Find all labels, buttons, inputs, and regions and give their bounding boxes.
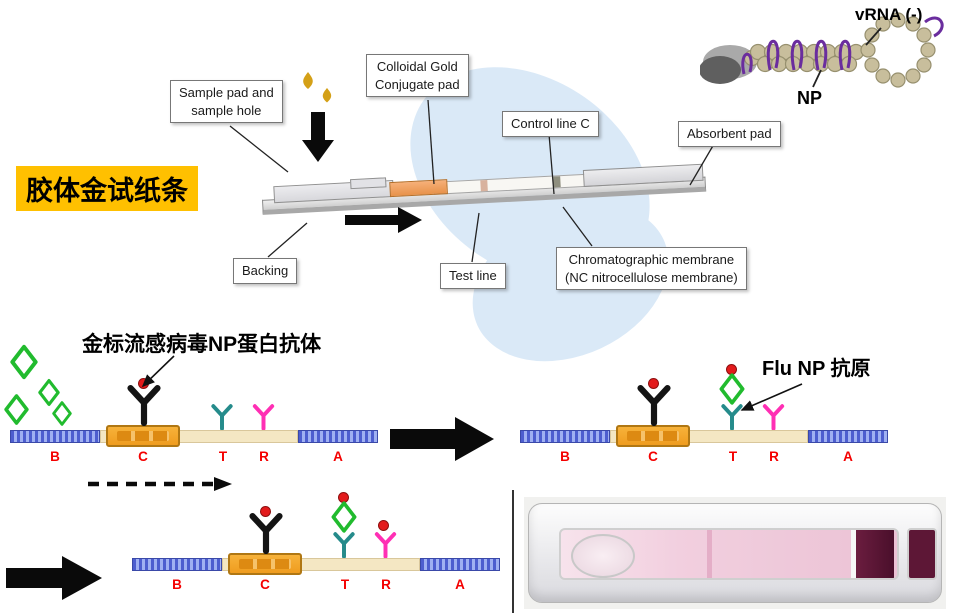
test-cassette-photo [524, 497, 946, 609]
polymerase-ellipse-dark [700, 56, 741, 84]
antibody-icon [126, 384, 162, 426]
conjugate-texture [117, 431, 169, 441]
control-antibody-icon [373, 532, 398, 558]
window-separator [851, 530, 856, 578]
page-title: 胶体金试纸条 [16, 166, 198, 211]
strip3-absorbent-right [420, 558, 500, 571]
strip-letter-a: A [455, 577, 465, 592]
sample-hole [350, 177, 387, 190]
strip-letter-b: B [50, 449, 60, 464]
label-control-line: Control line C [502, 111, 599, 137]
gold-particle-icon [648, 378, 659, 389]
strip1-backing-left [10, 430, 100, 443]
arrow-right-icon [390, 417, 494, 461]
strip-letter-r: R [381, 577, 391, 592]
arrow-right-icon [6, 556, 102, 600]
strip-letter-t: T [728, 449, 738, 464]
vrna-label: vRNA (-) [855, 5, 923, 24]
control-line-band [553, 176, 561, 188]
gold-labeled-antibody-icon [248, 506, 284, 556]
strip2-backing-left [520, 430, 610, 443]
label-absorbent-pad: Absorbent pad [678, 121, 781, 147]
positive-control-band [856, 530, 894, 578]
strip1-conjugate-block [106, 425, 180, 447]
flu-np-antigen-label: Flu NP 抗原 [762, 358, 871, 380]
gold-labeled-antibody-icon [126, 378, 162, 428]
control-antibody-icon [761, 404, 786, 430]
label-conjugate-pad: Colloidal Gold Conjugate pad [366, 54, 469, 98]
strip-letter-t: T [340, 577, 350, 592]
antigen-diamond-icon [719, 373, 745, 405]
label-backing: Backing [233, 258, 298, 284]
vrna-coil [741, 16, 944, 75]
strip-letter-c: C [138, 449, 148, 464]
gold-antibody-label: 金标流感病毒NP蛋白抗体 [82, 333, 322, 356]
strip-letter-b: B [560, 449, 570, 464]
strip2-absorbent-right [808, 430, 888, 443]
gold-labeled-antibody-icon [636, 378, 672, 428]
np-label: NP [797, 88, 823, 108]
antibody-icon [636, 384, 672, 426]
strip-schematic-1: B C T R A [10, 378, 378, 470]
strip3-conjugate-block [228, 553, 302, 575]
cassette-body [528, 503, 942, 603]
antigen-sandwich-stack [716, 364, 748, 430]
antibody-icon [248, 512, 284, 554]
section-divider [512, 490, 514, 613]
antigen-sandwich-stack [328, 492, 360, 558]
strip3-backing-left [132, 558, 222, 571]
gold-particle-icon [378, 520, 389, 531]
test-line-band [480, 180, 488, 192]
pointer-arrows [141, 355, 803, 411]
strip-schematic-3: B C T R A [132, 492, 500, 598]
antigen-diamond-icon [10, 344, 38, 380]
dashed-flow-arrow [88, 477, 232, 491]
strip-schematic-2: B C T R A [520, 364, 888, 470]
label-membrane: Chromatographic membrane (NC nitrocellul… [556, 247, 747, 291]
antigen-diamond-icon [52, 400, 72, 427]
conjugate-texture [627, 431, 679, 441]
antigen-diamond-icon [4, 393, 29, 426]
strip-letter-r: R [259, 449, 269, 464]
strip-letter-a: A [333, 449, 343, 464]
antigen-diamond-icon [331, 501, 357, 533]
strip-letter-c: C [260, 577, 270, 592]
strip-letter-c: C [648, 449, 658, 464]
strip2-conjugate-block [616, 425, 690, 447]
gold-particle-icon [260, 506, 271, 517]
sample-well [571, 534, 635, 578]
capture-antibody-icon [210, 404, 234, 430]
faint-test-line [707, 530, 712, 578]
arrow-down-icon [302, 112, 334, 162]
strip1-absorbent-right [298, 430, 378, 443]
end-window [907, 528, 937, 580]
strip-letter-b: B [172, 577, 182, 592]
control-antibody-icon [251, 404, 276, 430]
conjugate-texture [239, 559, 291, 569]
droplet-icon [303, 72, 332, 103]
strip-letter-t: T [218, 449, 228, 464]
label-test-line: Test line [440, 263, 506, 289]
strip-letter-a: A [843, 449, 853, 464]
colloidal-gold-conjugate-pad [389, 179, 448, 198]
strip-letter-r: R [769, 449, 779, 464]
label-sample-pad: Sample pad and sample hole [170, 80, 283, 124]
